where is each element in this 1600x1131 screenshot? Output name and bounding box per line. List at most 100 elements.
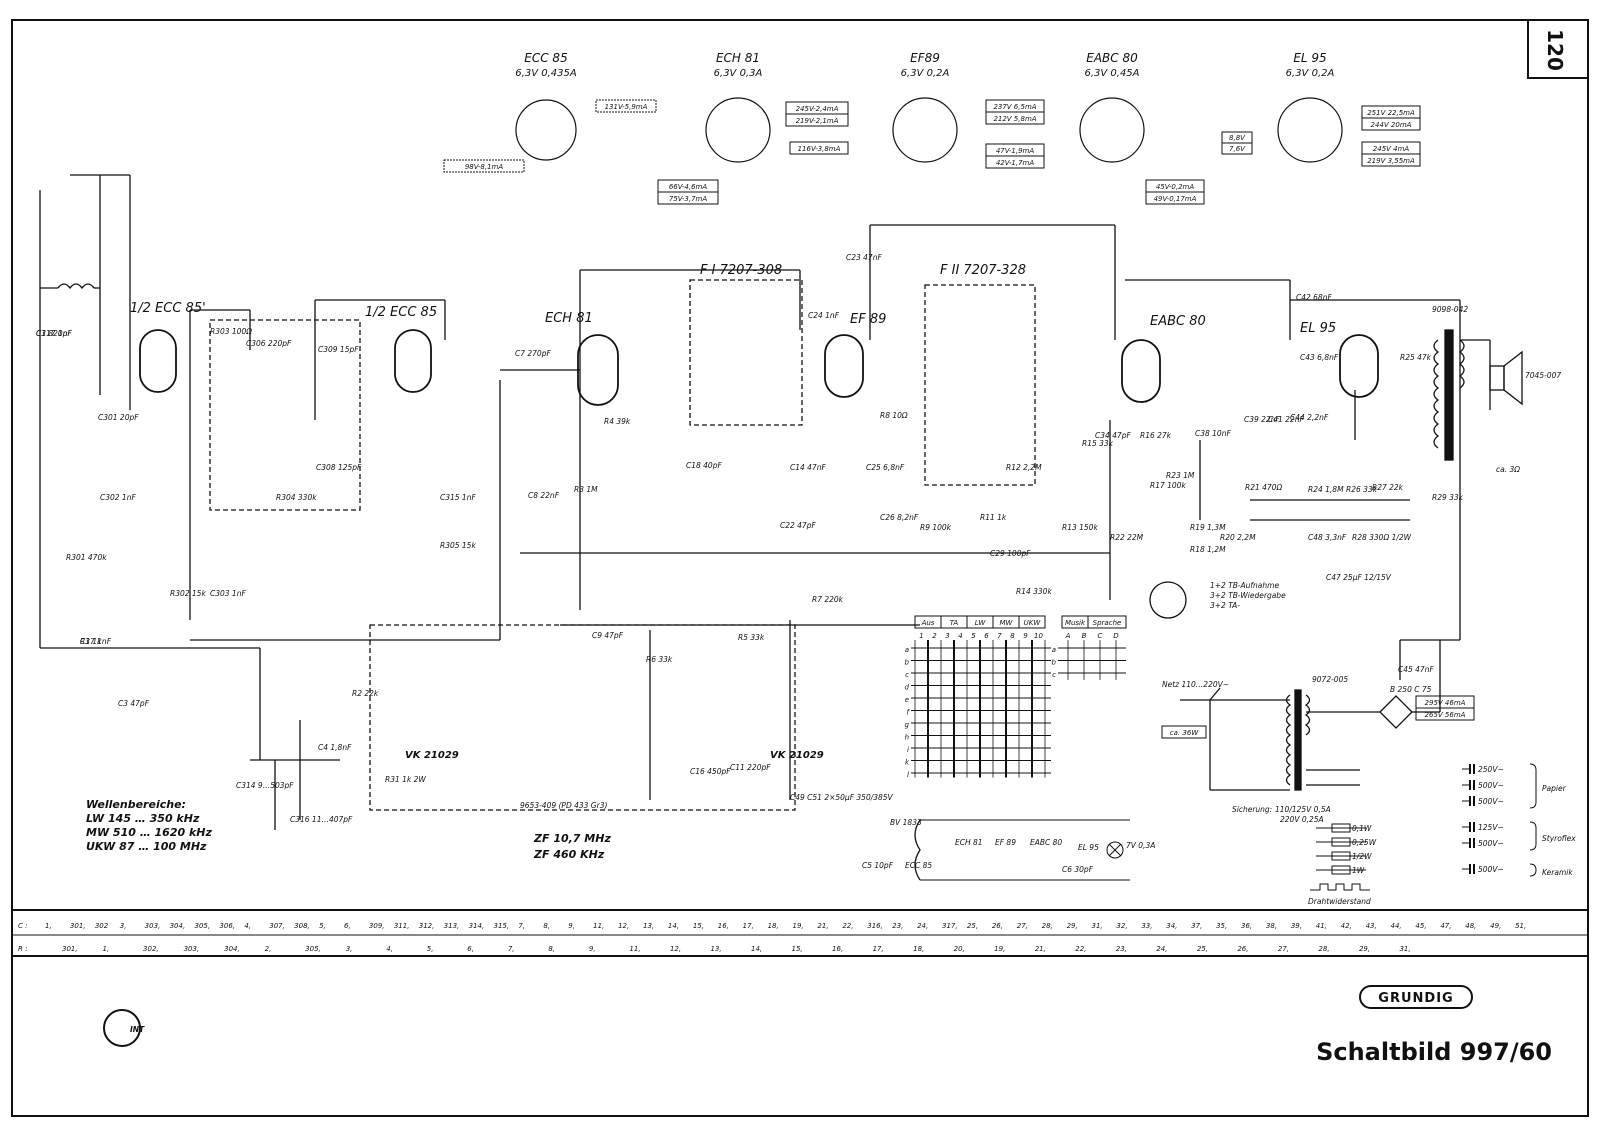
component-label: R15 33k (1082, 439, 1114, 448)
tuner-cap-2-label: VK 21029 (770, 750, 824, 761)
pinout-el95-name: EL 95 (1293, 51, 1326, 65)
pinout-eabc80-spec: 6,3V 0,45A (1084, 68, 1139, 79)
component-label: C316 11…407pF (290, 815, 353, 824)
strip-c-value: 303, (145, 922, 161, 930)
component-label: R301 470k (66, 553, 107, 562)
strip-r-value: 27, (1278, 945, 1289, 953)
el95-reading-6: 7,6V (1229, 145, 1246, 153)
waveband-lw: LW 145 … 350 kHz (86, 812, 200, 825)
strip-c-value: 4, (244, 922, 251, 930)
tube-ecc85-a: 1/2 ECC 85' (130, 301, 206, 393)
component-label: R303 100Ω (210, 327, 252, 336)
strip-r-value: 15, (792, 945, 803, 953)
strip-c-value: 23, (892, 922, 903, 930)
zf-am-label: ZF 460 KHz (533, 848, 605, 861)
strip-c-value: 29, (1067, 922, 1078, 930)
component-label: C309 15pF (318, 345, 359, 354)
tb-note-2: 3+2 TB-Wiedergabe (1210, 591, 1286, 600)
strip-c-value: 6, (344, 922, 351, 930)
component-label: C16 450pF (690, 767, 731, 776)
component-label: R12 2,2M (1006, 463, 1042, 472)
ech81-reading-2: 219V-2,1mA (796, 117, 839, 125)
music-col: C (1098, 632, 1103, 640)
component-label: R18 1,2M (1190, 545, 1226, 554)
component-label: C22 47pF (780, 521, 816, 530)
component-label: R17 100k (1150, 481, 1186, 490)
strip-c-value: 49, (1490, 922, 1501, 930)
el95-reading-2: 244V 20mA (1371, 121, 1412, 129)
pinout-ef89: EF89 6,3V 0,2A 237V 6,5mA 212V 5,8mA 47V… (892, 51, 1045, 169)
component-label: C9 47pF (592, 631, 624, 640)
pinout-ech81-spec: 6,3V 0,3A (714, 68, 763, 79)
legend: 250V~500V~500V~Papier125V~500V~Styroflex… (1310, 763, 1576, 891)
component-label: C25 6,8nF (866, 463, 905, 472)
legend-cap-type: Styroflex (1542, 834, 1576, 843)
component-label: C37 1nF (80, 637, 112, 646)
component-label: R28 330Ω 1/2W (1352, 533, 1412, 542)
strip-c-value: 31, (1092, 922, 1103, 930)
strip-r-value: 13, (710, 945, 721, 953)
strip-c-value: 317, (942, 922, 958, 930)
mains-section (1180, 640, 1441, 791)
ech81-reading-4: 66V-4,6mA (669, 183, 708, 191)
brand-name: GRUNDIG (1378, 991, 1453, 1006)
strip-r-value: 301, (62, 945, 78, 953)
fuse-title: Sicherung: (1232, 805, 1272, 814)
strip-r-values: 301,1,302,303,304,2,305,3,4,5,6,7,8,9,11… (62, 945, 1411, 953)
strip-r-value: 4, (386, 945, 393, 953)
component-label: R23 1M (1166, 471, 1195, 480)
strip-r-value: 2, (265, 945, 272, 953)
component-label: R19 1,3M (1190, 523, 1226, 532)
switch-col-number: 4 (958, 632, 962, 640)
strip-r-value: 14, (751, 945, 762, 953)
strip-c-value: 16, (718, 922, 729, 930)
strip-c-value: 307, (269, 922, 285, 930)
strip-c-value: 21, (817, 922, 828, 930)
component-label: C24 1nF (808, 311, 840, 320)
strip-r-value: 16, (832, 945, 843, 953)
strip-r-value: 305, (305, 945, 321, 953)
strip-c-value: 309, (369, 922, 385, 930)
component-label: C308 125pF (316, 463, 362, 472)
switch-row-letter: a (905, 646, 909, 654)
int-logo: INT (103, 1009, 145, 1047)
component-label: R3 1M (574, 485, 598, 494)
component-label: C26 8,2nF (880, 513, 919, 522)
component-label: C14 47nF (790, 463, 826, 472)
legend-cap-voltage: 500V~ (1478, 839, 1504, 848)
ef89-reading-1: 237V 6,5mA (993, 103, 1036, 111)
component-label: C315 1nF (440, 493, 476, 502)
switch-header: MW (1000, 619, 1014, 627)
pinout-ech81: ECH 81 6,3V 0,3A 245V-2,4mA 219V-2,1mA 1… (657, 51, 849, 205)
strip-c-value: 5, (319, 922, 326, 930)
component-label: C23 47nF (846, 253, 882, 262)
strip-c-value: 304, (170, 922, 186, 930)
strip-r-value: 303, (184, 945, 200, 953)
component-label: R22 22M (1110, 533, 1144, 542)
strip-c-value: 13, (643, 922, 654, 930)
component-label: C8 22nF (528, 491, 560, 500)
strip-c-value: 311, (394, 922, 410, 930)
strip-r-value: 6, (467, 945, 474, 953)
strip-c-value: 38, (1266, 922, 1277, 930)
strip-c-value: 27, (1017, 922, 1028, 930)
strip-r-value: 19, (994, 945, 1005, 953)
strip-c-value: 43, (1366, 922, 1377, 930)
component-label: C302 1nF (100, 493, 136, 502)
ecc85-reading-1: 131V-5,9mA (605, 103, 648, 111)
strip-c-value: 25, (967, 922, 978, 930)
page-number-box (1527, 19, 1589, 79)
zf-fm-label: ZF 10,7 MHz (533, 832, 611, 845)
heater-choke-label: BV 1833 (890, 818, 922, 827)
strip-r-value: 22, (1075, 945, 1086, 953)
switch-row-letter: l (907, 771, 909, 779)
component-label: R302 15k (170, 589, 206, 598)
strip-r-value: 1, (103, 945, 110, 953)
switch-row-letter: k (905, 759, 910, 767)
strip-r-label: R : (18, 945, 27, 953)
strip-c-value: 47, (1440, 922, 1451, 930)
strip-c-value: 313, (444, 922, 460, 930)
ech81-reading-5: 75V-3,7mA (669, 195, 708, 203)
music-row-letter: b (1052, 659, 1057, 667)
tube-el95: EL 95 (1300, 321, 1379, 398)
